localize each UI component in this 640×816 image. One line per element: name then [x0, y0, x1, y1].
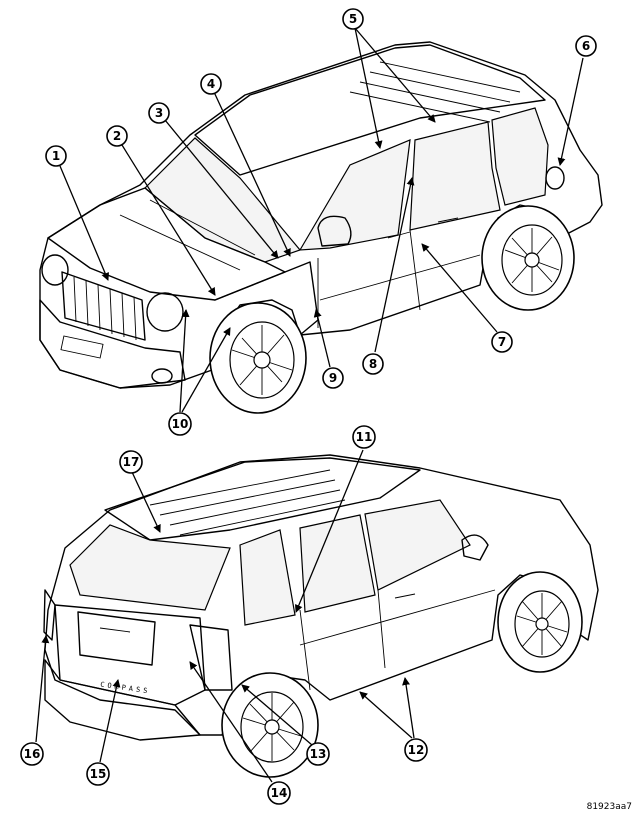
callouts-top: 1 2 3 4 5 6 7 8 9 10 — [45, 8, 597, 436]
callout-11: 11 — [352, 425, 376, 449]
callout-15: 15 — [86, 762, 110, 786]
svg-text:16: 16 — [24, 747, 41, 761]
callout-12: 12 — [404, 738, 428, 762]
vehicle-front-view — [39, 41, 603, 414]
callouts-bottom: 11 12 13 14 15 16 17 — [20, 425, 428, 805]
svg-text:13: 13 — [310, 747, 327, 761]
callout-1: 1 — [45, 145, 67, 167]
leader-lines — [35, 27, 584, 783]
svg-text:7: 7 — [498, 335, 506, 349]
callout-16: 16 — [20, 742, 44, 766]
callout-2: 2 — [106, 125, 128, 147]
svg-text:1: 1 — [52, 149, 60, 163]
svg-text:12: 12 — [408, 743, 425, 757]
svg-text:15: 15 — [90, 767, 107, 781]
svg-text:6: 6 — [582, 39, 590, 53]
svg-text:10: 10 — [172, 417, 189, 431]
callout-13: 13 — [306, 742, 330, 766]
callout-7: 7 — [491, 331, 513, 353]
callout-9: 9 — [322, 367, 344, 389]
callout-6: 6 — [575, 35, 597, 57]
svg-text:4: 4 — [207, 77, 215, 91]
callout-8: 8 — [362, 353, 384, 375]
svg-text:5: 5 — [349, 12, 357, 26]
figure-code: 81923aa7 — [586, 802, 632, 812]
callout-4: 4 — [200, 73, 222, 95]
callout-3: 3 — [148, 102, 170, 124]
svg-text:17: 17 — [123, 455, 140, 469]
svg-text:14: 14 — [271, 786, 288, 800]
svg-text:2: 2 — [113, 129, 121, 143]
callout-5: 5 — [342, 8, 364, 30]
svg-text:8: 8 — [369, 357, 377, 371]
svg-text:3: 3 — [155, 106, 163, 120]
svg-text:9: 9 — [329, 371, 337, 385]
compass-badge: COMPASS — [100, 681, 151, 696]
callout-10: 10 — [168, 412, 192, 436]
svg-text:11: 11 — [356, 430, 373, 444]
callout-17: 17 — [119, 450, 143, 474]
vehicle-rear-view: COMPASS — [43, 454, 599, 778]
callout-14: 14 — [267, 781, 291, 805]
